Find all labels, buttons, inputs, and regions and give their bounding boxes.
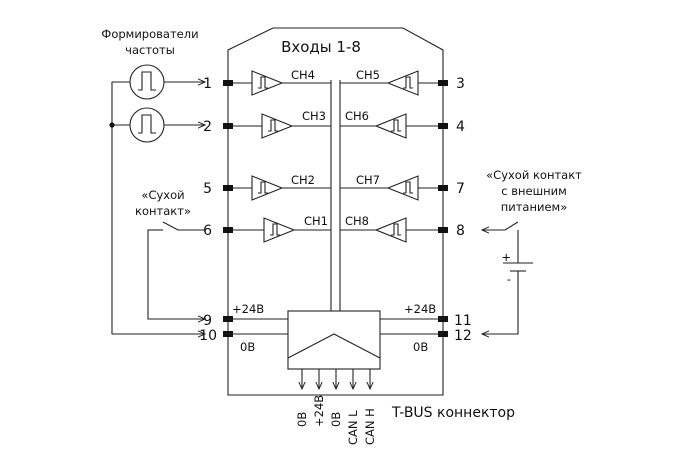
channel-ch6: CH6 (340, 109, 443, 139)
pulse-ch1-icon (270, 223, 280, 236)
pin-11-number: 11 (454, 313, 472, 329)
right-zero-label: 0В (413, 340, 428, 354)
pulse-ch3-icon (268, 119, 278, 132)
channel-ch4: CH4 (228, 68, 331, 96)
junction-dot (109, 122, 115, 128)
battery-icon (503, 262, 533, 272)
dry-contact-label-line2: контакт» (135, 204, 191, 218)
module-outline (227, 27, 444, 396)
channel-ch2: CH2 (228, 173, 331, 201)
powered-contact-switch-icon (504, 221, 519, 231)
pin-9-number: 9 (203, 313, 212, 329)
dry-contact-label-line1: «Сухой (141, 188, 184, 202)
bus-out-0v: 0В (295, 412, 309, 427)
bus-out-can-h: CAN H (363, 408, 377, 445)
pin-5-number: 5 (203, 181, 212, 197)
pin-3-number: 3 (456, 76, 465, 92)
battery-plus-label: + (501, 250, 511, 264)
pin-1-number: 1 (203, 76, 212, 92)
tbus-box (287, 310, 381, 370)
buffer-ch6-icon (374, 113, 407, 139)
powered-contact-label-line2: с внешним (501, 184, 567, 198)
channel-ch8: CH8 (340, 214, 443, 243)
powered-contact-wire-return (482, 271, 519, 334)
pin-2-number: 2 (203, 119, 212, 135)
bus-out-can-l: CAN L (346, 410, 360, 445)
channel-ch1: CH1 (228, 214, 331, 243)
bus-out-24v: +24В (312, 395, 326, 427)
pin-7-number: 7 (456, 181, 465, 197)
pin-10-number: 10 (199, 328, 217, 344)
channel-ch7: CH7 (340, 173, 443, 201)
pin-terminals (223, 80, 448, 337)
pulse-ch8-icon (391, 223, 401, 236)
pulse-ch6-icon (391, 119, 401, 132)
powered-contact-label-line3: питанием» (501, 200, 568, 214)
buffer-ch1-icon (263, 217, 296, 243)
pulse-ch7-icon (403, 181, 413, 194)
channel-label: CH3 (302, 109, 326, 123)
generators-common-wire (111, 81, 205, 334)
buffer-ch2-icon (251, 175, 284, 201)
tbus-block (228, 310, 443, 389)
generator-2-icon (129, 107, 165, 143)
pulse-ch5-icon (403, 76, 413, 89)
channel-label: CH6 (345, 109, 369, 123)
dry-contact-wire (147, 229, 205, 319)
dry-contact-switch-icon (162, 221, 205, 231)
generators-label-line1: Формирователи (101, 27, 198, 41)
buffer-ch4-icon (251, 70, 284, 96)
pin-12-number: 12 (454, 328, 472, 344)
pin-4-number: 4 (456, 119, 465, 135)
channel-ch3: CH3 (228, 109, 331, 139)
right-plus24-label: +24В (404, 302, 436, 316)
buffer-ch8-icon (374, 217, 407, 243)
channel-ch5: CH5 (340, 68, 443, 96)
pulse-ch4-icon (258, 76, 268, 89)
battery-minus-label: - (507, 272, 511, 286)
connector-label: T-BUS коннектор (391, 405, 515, 421)
buffer-ch3-icon (261, 113, 294, 139)
channel-label: CH1 (304, 214, 328, 228)
channel-label: CH2 (291, 173, 315, 187)
channel-label: CH5 (356, 68, 380, 82)
module-title: Входы 1-8 (281, 38, 361, 56)
channel-label: CH7 (356, 173, 380, 187)
generators-label-line2: частоты (125, 43, 175, 57)
channel-label: CH4 (291, 68, 315, 82)
bus-out-0v-2: 0В (329, 412, 343, 427)
buffer-ch7-icon (386, 175, 419, 201)
tbus-chevron-icon (287, 333, 381, 359)
powered-contact-label-line1: «Сухой контакт (486, 168, 582, 182)
left-zero-label: 0В (240, 340, 255, 354)
generator-1-icon (129, 64, 165, 100)
pulse-ch2-icon (258, 181, 268, 194)
pin-8-number: 8 (456, 223, 465, 239)
buffer-ch5-icon (386, 70, 419, 96)
left-plus24-label: +24В (232, 302, 264, 316)
pin-6-number: 6 (203, 223, 212, 239)
channel-label: CH8 (345, 214, 369, 228)
